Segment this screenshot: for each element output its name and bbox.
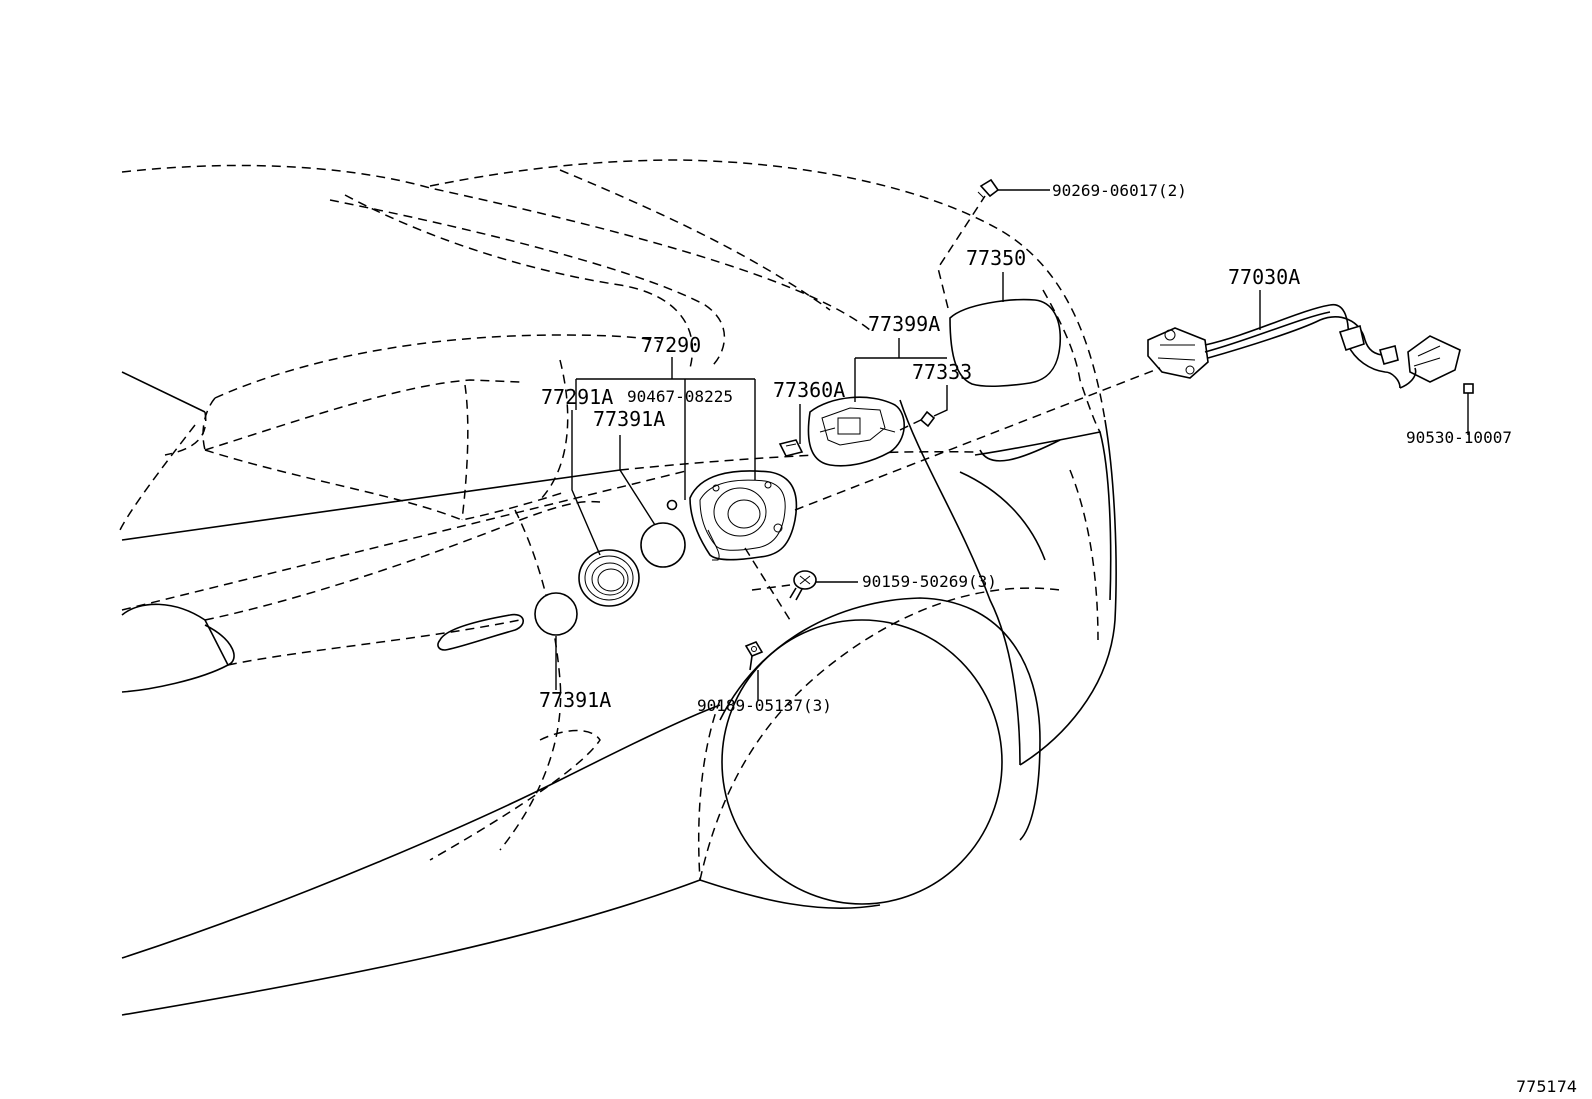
- callout-90467-08225: 90467-08225: [627, 387, 733, 406]
- callout-77291A: 77291A: [541, 385, 613, 409]
- part-90467-clip: [666, 499, 678, 511]
- callout-90189-05137: 90189-05137(3): [697, 696, 832, 715]
- car-body-outline: [119, 159, 1117, 1016]
- callout-77360A: 77360A: [773, 378, 845, 402]
- part-90159-screw: [789, 570, 817, 601]
- part-77290-housing: [689, 470, 798, 561]
- part-77350-fuel-door: [949, 298, 1061, 388]
- leader-lines: [555, 189, 1469, 700]
- callout-77290: 77290: [641, 333, 701, 357]
- parts: [534, 178, 1474, 671]
- diagram-id: 775174: [1516, 1077, 1577, 1096]
- callout-77350: 77350: [966, 246, 1026, 270]
- part-77291A-grommet: [578, 549, 640, 607]
- part-77399A-hinge: [807, 396, 905, 467]
- part-90530-clamp: [1463, 383, 1474, 394]
- callout-90159-50269: 90159-50269(3): [862, 572, 997, 591]
- callout-90530-10007: 90530-10007: [1406, 428, 1512, 447]
- callout-90269-06017: 90269-06017(2): [1052, 181, 1187, 200]
- callout-labels: 77290 77291A 90467-08225 77391A 77391A 7…: [539, 181, 1577, 1096]
- part-77333-spring: [919, 410, 936, 428]
- callout-77391A-upper: 77391A: [593, 407, 665, 431]
- callout-77333: 77333: [912, 360, 972, 384]
- part-77030A-actuator: [1147, 304, 1461, 389]
- part-77391A-cover-upper: [640, 522, 686, 568]
- part-90269-clip: [977, 178, 1000, 199]
- part-77360A-stopper: [778, 439, 804, 457]
- assembly-lines: [121, 195, 1161, 621]
- callout-77391A-lower: 77391A: [539, 688, 611, 712]
- callout-77399A: 77399A: [868, 312, 940, 336]
- part-77391A-cover-lower: [534, 592, 578, 636]
- part-90189-nut: [744, 641, 764, 671]
- callout-77030A: 77030A: [1228, 265, 1300, 289]
